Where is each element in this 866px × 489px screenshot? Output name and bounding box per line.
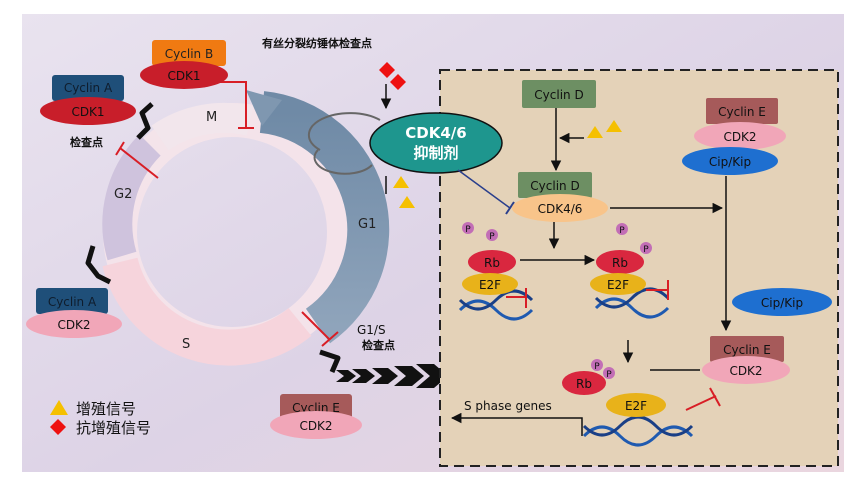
svg-text:P: P	[594, 362, 600, 372]
cyclin-a-cdk2-complex: Cyclin A CDK2	[26, 288, 122, 338]
svg-text:P: P	[465, 225, 471, 235]
cdk46-inhibitor: CDK4/6 抑制剂	[369, 112, 503, 174]
svg-text:Cyclin E: Cyclin E	[718, 105, 766, 119]
transition-arrow-g1s	[319, 349, 341, 373]
s-phase-arc	[102, 257, 312, 366]
svg-text:Cyclin B: Cyclin B	[165, 47, 213, 61]
g1s-checkpoint-label-line1: G1/S	[357, 323, 386, 337]
svg-text:CDK2: CDK2	[723, 130, 756, 144]
legend-label-proliferation: 增殖信号	[76, 400, 136, 418]
g2-checkpoint-inhibitor	[115, 141, 159, 179]
e2f-dna-bottom: E2F	[582, 387, 721, 447]
phase-label-s: S	[182, 337, 190, 352]
svg-text:Cyclin D: Cyclin D	[534, 88, 583, 102]
transition-arrow-m	[136, 102, 154, 140]
cyclin-e-cdk2-complex-bottom: Cyclin E CDK2	[702, 336, 790, 384]
proliferation-signal-left	[385, 176, 415, 208]
svg-text:Cip/Kip: Cip/Kip	[761, 296, 803, 310]
svg-text:Rb: Rb	[484, 256, 500, 270]
legend-triangle-icon	[50, 400, 68, 415]
spindle-checkpoint-label: 有丝分裂纺锤体检查点	[262, 36, 372, 50]
m-phase-arc	[151, 102, 254, 151]
cyclin-b-cdk1-complex: Cyclin B CDK1	[140, 40, 228, 89]
svg-text:Cyclin D: Cyclin D	[530, 179, 579, 193]
phase-label-g2: G2	[114, 187, 132, 202]
svg-text:CDK2: CDK2	[57, 318, 90, 332]
legend: 增殖信号 抗增殖信号	[50, 400, 151, 437]
svg-text:P: P	[643, 245, 649, 255]
cip-kip-top: Cip/Kip	[682, 147, 778, 175]
s-phase-genes-label: S phase genes	[464, 399, 552, 413]
svg-text:Rb: Rb	[576, 377, 592, 391]
cyclin-e-cdk2-complex-top: Cyclin E CDK2	[694, 98, 786, 150]
cyclin-a-cdk1-complex: Cyclin A CDK1	[40, 75, 136, 125]
svg-text:CDK2: CDK2	[729, 364, 762, 378]
svg-text:Cyclin A: Cyclin A	[48, 295, 97, 309]
svg-text:Cyclin E: Cyclin E	[723, 343, 771, 357]
rb-e2f-dna-middle: Rb E2F	[590, 250, 670, 319]
phospho-p-2	[486, 229, 498, 241]
phospho-p-6	[603, 367, 615, 379]
rb-phosphorylated-bottom: Rb P P	[562, 359, 615, 395]
cyclin-d-cdk46-complex: Cyclin D CDK4/6	[512, 172, 608, 222]
phase-label-m: M	[206, 110, 217, 125]
g2-checkpoint-label: 检查点	[70, 135, 103, 149]
svg-text:P: P	[606, 370, 612, 380]
svg-text:抑制剂: 抑制剂	[413, 144, 458, 162]
phospho-p-4	[640, 242, 652, 254]
g2-phase-arc	[102, 134, 161, 261]
phospho-p-5	[591, 359, 603, 371]
svg-text:CDK1: CDK1	[71, 105, 104, 119]
cyclin-e-cdk2-complex-left: Cyclin E CDK2	[270, 394, 362, 439]
svg-text:P: P	[489, 232, 495, 242]
svg-text:E2F: E2F	[625, 399, 647, 413]
g1s-checkpoint-label-line2: 检查点	[362, 338, 395, 352]
cyclin-d-top: Cyclin D	[522, 80, 596, 108]
g1-phase-arc	[259, 91, 390, 344]
svg-text:P: P	[619, 226, 625, 236]
cell-cycle-ring	[102, 90, 390, 366]
svg-text:CDK4/6: CDK4/6	[405, 124, 466, 142]
rb-e2f-dna-left: Rb E2F	[458, 250, 534, 321]
phase-label-g1: G1	[358, 217, 376, 232]
svg-text:CDK4/6: CDK4/6	[538, 202, 583, 216]
svg-text:E2F: E2F	[479, 278, 501, 292]
svg-text:CDK1: CDK1	[167, 69, 200, 83]
g1s-checkpoint-inhibitor	[301, 311, 339, 347]
legend-label-anti-proliferation: 抗增殖信号	[76, 419, 151, 437]
proliferation-signal-right	[587, 120, 622, 138]
anti-proliferation-signal	[379, 62, 406, 110]
phospho-p-3	[616, 223, 628, 235]
cip-kip-middle: Cip/Kip	[732, 288, 832, 316]
svg-text:Cip/Kip: Cip/Kip	[709, 155, 751, 169]
phospho-p-1	[462, 222, 474, 234]
legend-diamond-icon	[50, 419, 66, 435]
svg-text:Rb: Rb	[612, 256, 628, 270]
svg-text:Cyclin A: Cyclin A	[64, 81, 113, 95]
svg-text:E2F: E2F	[607, 278, 629, 292]
transition-arrow-s-g2	[85, 245, 112, 285]
svg-text:CDK2: CDK2	[299, 419, 332, 433]
